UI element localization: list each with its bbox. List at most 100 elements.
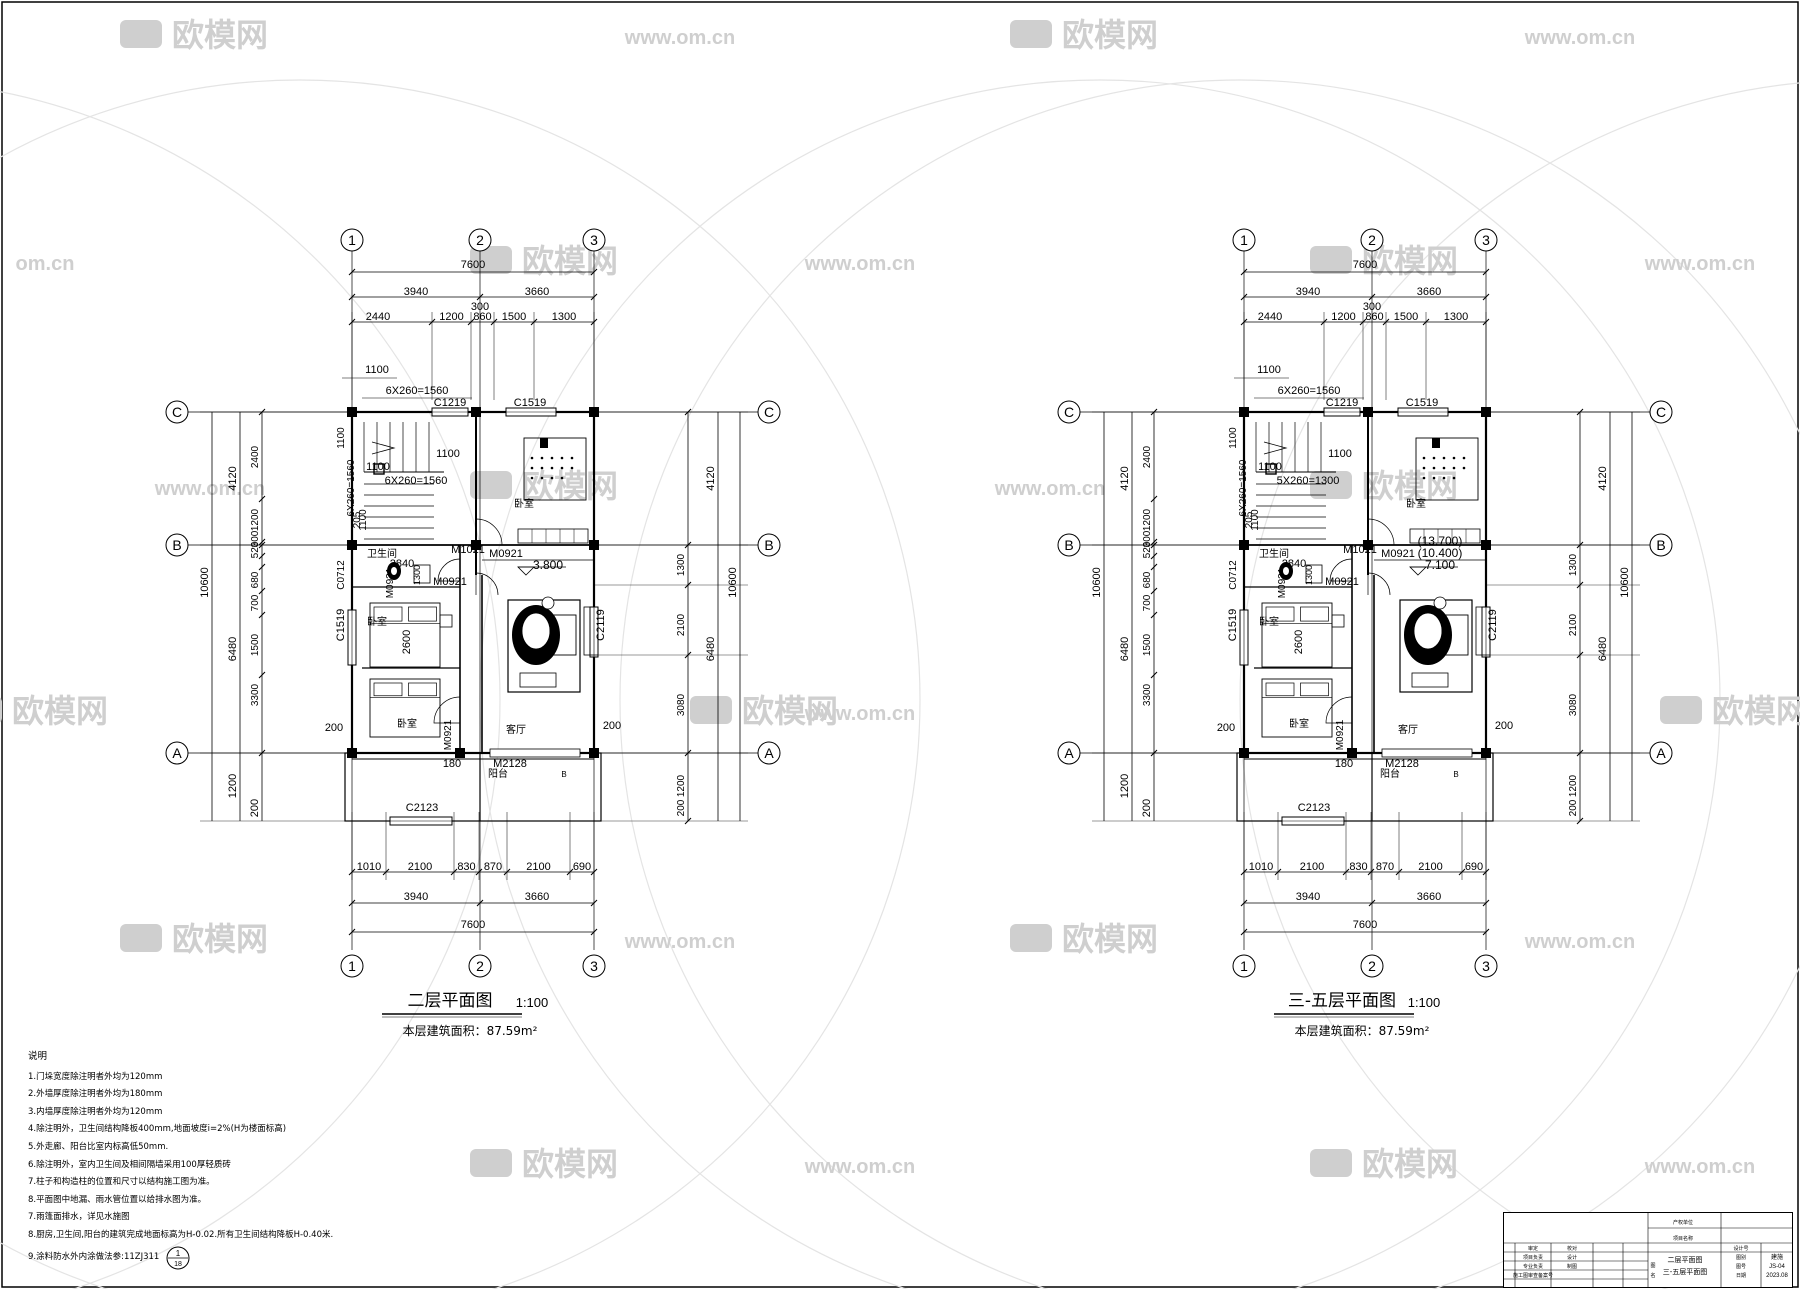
stair-arrow bbox=[1263, 441, 1288, 455]
watermark-logo-icon bbox=[1010, 924, 1052, 952]
wash-basin bbox=[413, 564, 431, 584]
watermark-brand: 欧模网 bbox=[1362, 467, 1458, 505]
title-block-field: 校对 bbox=[1567, 1245, 1577, 1252]
bed-texture-dot bbox=[530, 476, 534, 480]
bed-texture-dot bbox=[1432, 456, 1436, 460]
reference-bottom: 18 bbox=[174, 1261, 182, 1268]
axis-bubble-left-B-bubble bbox=[165, 533, 189, 557]
axis-bubble-left-A: A bbox=[172, 745, 182, 761]
dim-stair-side: 205 bbox=[1244, 511, 1255, 528]
watermark-url: www.om.cn bbox=[804, 253, 915, 275]
room-label-mark: B bbox=[1453, 770, 1458, 779]
dim-left-bottom: 200 bbox=[249, 799, 261, 817]
dim-bottom-detail: 2100 bbox=[1418, 861, 1442, 873]
window-label: C1519 bbox=[335, 609, 347, 641]
dim-stair-vertical: 1100 bbox=[1250, 509, 1261, 531]
structural-column bbox=[1481, 407, 1491, 417]
axis-bubble-top-1: 1 bbox=[1240, 232, 1248, 248]
plan-title: 二层平面图 bbox=[408, 991, 493, 1011]
structural-column bbox=[347, 540, 357, 550]
dim-right-detail: 3080 bbox=[1568, 693, 1579, 716]
dim-top-detail: 1200 bbox=[439, 311, 463, 323]
axis-bubble-bottom-3: 3 bbox=[590, 958, 598, 974]
dim-left-bottom: 200 bbox=[1141, 799, 1153, 817]
dim-bottom-total: 7600 bbox=[1353, 919, 1377, 931]
window-label: C2123 bbox=[1298, 802, 1330, 814]
watermark-url: www.om.cn bbox=[624, 931, 735, 953]
axis-bubble-bottom-3: 3 bbox=[1482, 958, 1490, 974]
axis-bubble-top-2-bubble bbox=[1360, 228, 1384, 252]
coffee-table-top bbox=[521, 612, 551, 650]
bed-texture-dot bbox=[1452, 456, 1456, 460]
dim-top-detail: 2440 bbox=[366, 311, 390, 323]
wardrobe bbox=[517, 528, 589, 544]
dim-wc-small: 1300 bbox=[1304, 565, 1314, 585]
dim-tick bbox=[1150, 563, 1158, 571]
dim-wall: 200 bbox=[1217, 722, 1235, 734]
axis-bubble-right-A-bubble bbox=[1649, 741, 1673, 765]
title-block-field: 设计号 bbox=[1733, 1245, 1748, 1252]
axis-bubble-right-C-bubble bbox=[1649, 400, 1673, 424]
dim-top-detail: 1200 bbox=[1331, 311, 1355, 323]
plan-title: 三-五层平面图 bbox=[1288, 991, 1396, 1011]
watermark-brand: 欧模网 bbox=[522, 1145, 618, 1183]
watermark-brand: 欧模网 bbox=[1062, 920, 1158, 958]
window-label: C2123 bbox=[406, 802, 438, 814]
watermark-logo-icon bbox=[1310, 471, 1352, 499]
bed bbox=[369, 602, 441, 668]
title-block-drawing-no: JS-04 bbox=[1769, 1264, 1785, 1270]
note-item: 2.外墙厚度除注明者外均为180mm bbox=[28, 1089, 163, 1100]
dim-bottom-detail: 2100 bbox=[526, 861, 550, 873]
dim-tick bbox=[1150, 587, 1158, 595]
room-label-bedroom: 卧室 bbox=[1406, 497, 1426, 510]
dim-bottom-detail: 830 bbox=[457, 861, 475, 873]
bed-texture-dot bbox=[530, 466, 534, 470]
dim-bottom-part: 3660 bbox=[525, 891, 549, 903]
dim-left-detail: 680 bbox=[250, 571, 261, 588]
dim-bottom-part: 3940 bbox=[1296, 891, 1320, 903]
dim-left-detail: 1200 bbox=[250, 508, 261, 531]
dim-left-detail: 2400 bbox=[1142, 445, 1153, 468]
dim-top-part: 3940 bbox=[404, 286, 428, 298]
window-label: C1519 bbox=[1227, 609, 1239, 641]
axis-bubble-bottom-2: 2 bbox=[476, 958, 484, 974]
dim-tick bbox=[348, 899, 356, 907]
watermark-arc bbox=[1239, 82, 1800, 1289]
bed bbox=[1261, 602, 1333, 668]
watermark-url: www.om.cn bbox=[1524, 27, 1635, 49]
dim-bottom-part: 3660 bbox=[1417, 891, 1441, 903]
dim-tick bbox=[258, 495, 266, 503]
dim-left-part: 6480 bbox=[227, 637, 239, 661]
room-label-living: 客厅 bbox=[506, 723, 526, 736]
door-label: M0921 bbox=[433, 576, 467, 588]
dim-tick bbox=[348, 268, 356, 276]
room-label-bedroom: 卧室 bbox=[1289, 717, 1309, 730]
door-swing bbox=[1367, 572, 1391, 596]
dim-top-mid: 300 bbox=[471, 301, 489, 313]
armchair bbox=[1441, 614, 1469, 656]
bed-texture-dot bbox=[1432, 476, 1436, 480]
dim-right-total: 10600 bbox=[727, 567, 739, 598]
door-swing bbox=[433, 696, 461, 724]
watermark-logo-icon bbox=[1660, 696, 1702, 724]
dim-stair-landing: 1100 bbox=[1258, 461, 1282, 473]
bed-texture-dot bbox=[1422, 456, 1426, 460]
dim-top-part: 3660 bbox=[525, 286, 549, 298]
dim-top-detail: 860 bbox=[473, 311, 491, 323]
dim-tick bbox=[1150, 552, 1158, 560]
watermark-url: www.om.cn bbox=[804, 703, 915, 725]
watermark-logo-icon bbox=[470, 471, 512, 499]
dim-top-total: 7600 bbox=[461, 259, 485, 271]
axis-bubble-bottom-3-bubble bbox=[1474, 954, 1498, 978]
title-block-field: 产权单位 bbox=[1673, 1219, 1693, 1226]
dim-tick bbox=[590, 293, 598, 301]
balcony-outline bbox=[1236, 752, 1494, 822]
watermark-arc bbox=[619, 79, 1800, 1289]
bed-texture-dot bbox=[560, 466, 564, 470]
elevation-triangle bbox=[1409, 566, 1427, 576]
title-block-drawing-name: 三-五层平面图 bbox=[1663, 1268, 1708, 1276]
side-table bbox=[519, 672, 557, 688]
dim-tick bbox=[1150, 671, 1158, 679]
dim-wall: 180 bbox=[443, 758, 461, 770]
axis-bubble-left-B-bubble bbox=[1057, 533, 1081, 557]
